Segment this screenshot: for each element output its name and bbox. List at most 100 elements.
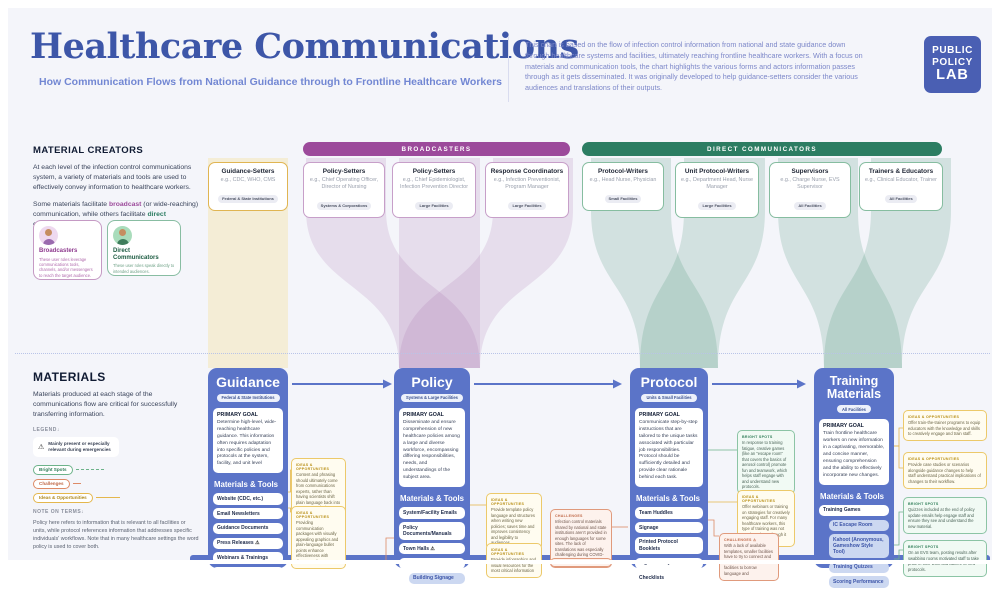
note-connector <box>708 519 719 537</box>
band-broadcasters: BROADCASTERS <box>303 142 570 156</box>
materials-tools-heading: Materials & Tools <box>400 494 464 504</box>
tool-label: Policy Documents/Manuals <box>403 524 452 537</box>
primary-goal-card: PRIMARY GOAL Train frontline healthcare … <box>819 419 889 485</box>
tool-pill: Printed Protocol Booklets <box>635 536 703 555</box>
emergency-icon: ⚠ <box>38 443 45 451</box>
tool-label: Guidance Documents <box>217 525 269 532</box>
bright-spots-pill: Bright Spots <box>33 464 73 475</box>
ideas-opportunities-pill: Ideas & Opportunities <box>33 492 93 503</box>
column-title: Protocol <box>640 374 698 390</box>
tool-label: System/Facility Emails <box>403 509 457 516</box>
role-badge: Large Facilities <box>415 201 453 210</box>
column-title: Policy <box>411 374 453 390</box>
note-on-terms-label: NOTE ON TERMS↓ <box>33 508 85 515</box>
avatar-torso <box>116 239 129 245</box>
direct-communicators-card-title: Direct Communicators <box>113 248 159 261</box>
logo-line: LAB <box>936 67 969 84</box>
tool-pill-sub: IC Escape Room <box>829 519 889 531</box>
role-examples: e.g., Head Nurse, Physician <box>589 177 657 183</box>
role-card-trainers-educators: Trainers & Educators e.g., Clinical Educ… <box>859 162 943 212</box>
role-examples: e.g., Charge Nurse, EVS Supervisor <box>780 177 840 191</box>
column-guidance: Guidance Federal & State Institutions PR… <box>208 368 288 576</box>
tool-pill: Training Games <box>819 504 889 517</box>
tool-label: Email Newsletters <box>217 510 260 517</box>
role-title: Supervisors <box>791 168 829 175</box>
tool-pill: Website (CDC, etc.) <box>213 493 283 505</box>
column-badge: Federal & State Institutions <box>216 393 280 402</box>
note-on-terms-text: Policy here refers to information that i… <box>33 519 199 550</box>
tool-label: Signage <box>639 524 659 531</box>
tool-pill: Policy Documents/Manuals <box>399 522 465 540</box>
note-header: IDEAS & OPPORTUNITIES <box>296 510 330 519</box>
note-header: IDEAS & OPPORTUNITIES <box>908 456 960 461</box>
flow-arrowhead <box>797 379 806 389</box>
poster-margin <box>0 0 1000 8</box>
tool-label: Webinars & Trainings <box>217 554 269 561</box>
primary-goal-text: Disseminate and ensure comprehension of … <box>403 419 460 481</box>
emergency-icon: ⚠ <box>255 540 260 547</box>
primary-goal-text: Communicate step-by-step instructions th… <box>639 419 698 481</box>
material-creators-section: MATERIAL CREATORS At each level of the i… <box>33 145 199 236</box>
primary-goal-card: PRIMARY GOAL Determine high-level, wide-… <box>213 407 283 474</box>
tool-pill-sub: Building Signage <box>409 572 465 584</box>
logo-line: PUBLIC <box>932 45 973 57</box>
poster-margin <box>0 0 8 564</box>
primary-goal-heading: PRIMARY GOAL <box>639 411 680 418</box>
note-body: Offer train-the-trainer programs to equi… <box>908 420 981 437</box>
header-divider <box>508 36 509 102</box>
column-protocol: Protocol Units & Small Facilities PRIMAR… <box>630 368 708 584</box>
primary-goal-text: Train frontline healthcare workers on ne… <box>823 431 885 478</box>
tool-pill: System/Facility Emails <box>399 507 465 519</box>
legend-connector <box>72 483 81 484</box>
role-card-policy-setters-large: Policy-Setters e.g., Chief Epidemiologis… <box>392 162 476 219</box>
direct-keyword: direct <box>147 210 166 218</box>
role-title: Trainers & Educators <box>868 168 934 175</box>
tool-label: Town Halls <box>403 545 430 552</box>
role-title: Policy-Setters <box>322 168 366 175</box>
column-policy: Policy Systems & Large Facilities PRIMAR… <box>394 368 470 595</box>
page-subtitle: How Communication Flows from National Gu… <box>39 76 503 88</box>
note-header: IDEAS & OPPORTUNITIES <box>491 497 525 506</box>
column-title: Guidance <box>216 374 280 390</box>
role-badge: Federal & State Institutions <box>218 194 278 203</box>
primary-goal-card: PRIMARY GOAL Disseminate and ensure comp… <box>399 407 465 488</box>
direct-communicators-card-body: These user roles speak directly to inten… <box>113 263 175 274</box>
note-header: IDEAS & OPPORTUNITIES <box>296 462 330 471</box>
role-card-policy-setters-systems: Policy-Setters e.g., Chief Operating Off… <box>303 162 385 219</box>
chart-description: This chart is based on the flow of infec… <box>525 40 863 93</box>
legend-emergency-box: ⚠ Mainly present or especially relevant … <box>33 436 119 457</box>
role-card-guidance-setters: Guidance-Setters e.g., CDC, WHO, CMS Fed… <box>208 162 288 212</box>
tool-pill: Signage <box>635 522 703 534</box>
materials-section: MATERIALS Materials produced at each sta… <box>33 370 199 557</box>
tool-label: Training Quizzes <box>833 564 873 571</box>
tool-label: Training Games <box>823 507 861 514</box>
note-header: BRIGHT SPOTS <box>908 544 939 549</box>
logo-line: POLICY <box>932 56 973 68</box>
role-card-protocol-writers: Protocol-Writers e.g., Head Nurse, Physi… <box>582 162 664 212</box>
materials-tools-heading: Materials & Tools <box>820 491 884 501</box>
legend-label: LEGEND↓ <box>33 426 60 433</box>
note-connector <box>894 511 903 546</box>
legend-connector <box>75 469 104 470</box>
tool-pill: Email Newsletters <box>213 508 283 520</box>
role-examples: e.g., Clinical Educator, Trainer <box>865 177 937 183</box>
tool-label: Checklists <box>639 575 665 582</box>
challenges-pill: Challenges <box>33 478 70 489</box>
role-badge: All Facilities <box>794 201 826 210</box>
note-body: In response to training fatigue, creativ… <box>742 440 788 490</box>
materials-heading: MATERIALS <box>33 370 106 384</box>
tool-pill: Webinars & Trainings <box>213 552 283 564</box>
broadcast-keyword: broadcast <box>108 200 142 208</box>
legend-row-bright-spots: Bright Spots <box>33 464 199 475</box>
role-title: Policy-Setters <box>412 168 456 175</box>
primary-goal-card: PRIMARY GOAL Communicate step-by-step in… <box>635 407 703 488</box>
note-connector <box>894 445 903 469</box>
tool-label: Kahoot (Anonymous, Gameshow Style Tool) <box>833 536 884 556</box>
text-run: Some materials facilitate <box>33 200 109 208</box>
